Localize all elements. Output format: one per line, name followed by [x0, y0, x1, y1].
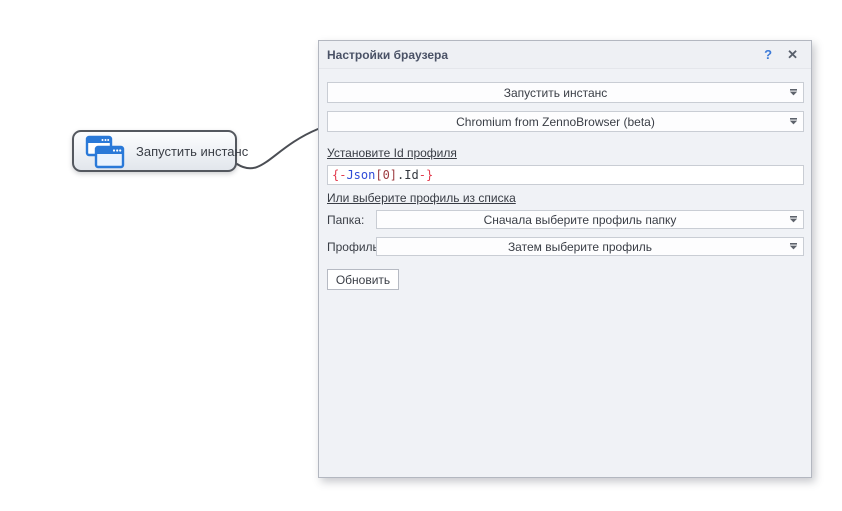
browser-settings-panel: Настройки браузера ? ✕ Запустить инстанс… [318, 40, 812, 478]
refresh-button[interactable]: Обновить [327, 269, 399, 290]
panel-body: Запустить инстанс Chromium from ZennoBro… [319, 69, 811, 290]
action-dropdown[interactable]: Запустить инстанс [327, 82, 804, 103]
dropdown-arrow-icon [783, 243, 803, 250]
profile-label: Профиль: [327, 239, 383, 254]
profile-id-input[interactable]: {-Json[0].Id-} [327, 165, 804, 185]
panel-title: Настройки браузера [327, 47, 449, 62]
browser-type-dropdown-value: Chromium from ZennoBrowser (beta) [456, 114, 655, 129]
profile-dropdown-value: Затем выберите профиль [507, 239, 653, 254]
folder-row: Папка: Сначала выберите профиль папку [327, 210, 804, 229]
connector-line[interactable] [236, 128, 319, 170]
folder-dropdown[interactable]: Сначала выберите профиль папку [376, 210, 804, 229]
action-dropdown-value: Запустить инстанс [503, 85, 608, 100]
profile-row: Профиль: Затем выберите профиль [327, 237, 804, 256]
folder-label: Папка: [327, 212, 365, 227]
flow-node-launch-instance[interactable]: Запустить инстанс [72, 130, 248, 172]
dropdown-arrow-icon [783, 216, 803, 223]
panel-header: Настройки браузера ? ✕ [319, 41, 811, 69]
close-icon[interactable]: ✕ [787, 47, 798, 62]
dropdown-arrow-icon [783, 89, 803, 96]
profile-list-section-label: Или выберите профиль из списка [327, 191, 516, 205]
browser-type-dropdown[interactable]: Chromium from ZennoBrowser (beta) [327, 111, 804, 132]
folder-dropdown-value: Сначала выберите профиль папку [483, 212, 677, 227]
profile-dropdown[interactable]: Затем выберите профиль [376, 237, 804, 256]
profile-id-section-label: Установите Id профиля [327, 146, 457, 160]
dropdown-arrow-icon [783, 118, 803, 125]
help-icon[interactable]: ? [764, 47, 773, 62]
node-label: Запустить инстанс [136, 143, 249, 159]
browser-windows-icon [85, 135, 125, 169]
